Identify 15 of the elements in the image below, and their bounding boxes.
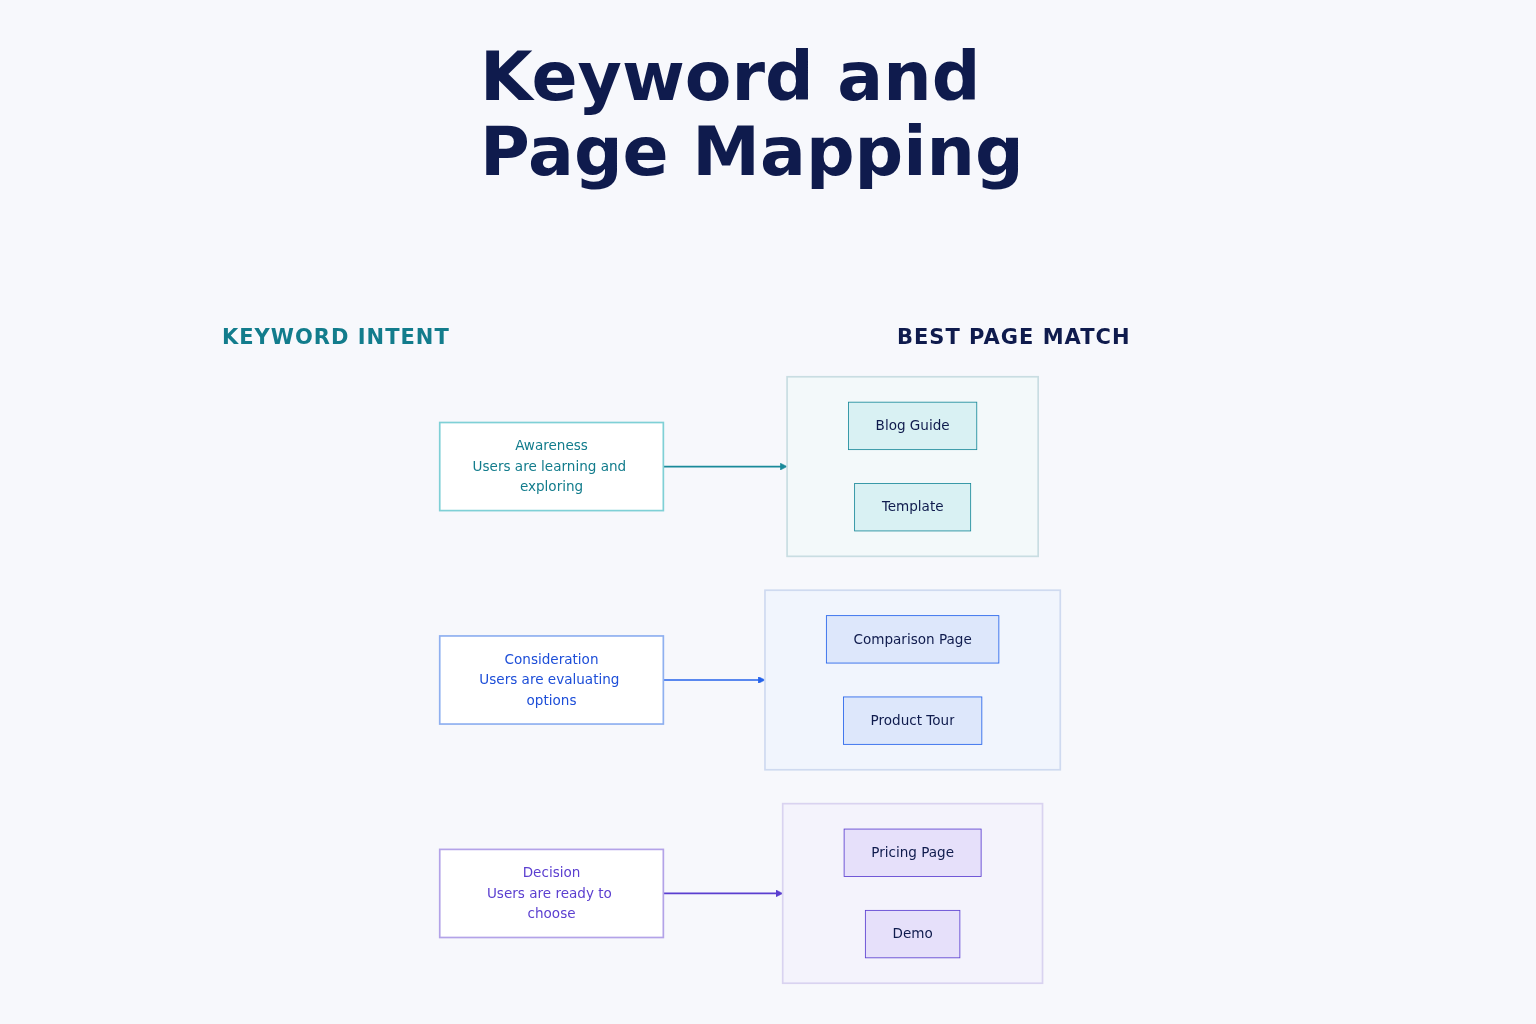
node-box: Consideration Users are evaluating options: [438, 635, 665, 725]
column-heading: BEST PAGE MATCH: [897, 325, 1131, 349]
node-box: Awareness Users are learning and exploring: [438, 421, 665, 512]
cluster: [781, 802, 1044, 985]
node-box: Pricing Page: [843, 828, 982, 877]
cluster: [764, 589, 1062, 771]
node-box: Demo: [864, 909, 961, 959]
cluster: [786, 375, 1039, 558]
node-box: Product Tour: [843, 696, 983, 745]
column-heading: KEYWORD INTENT: [222, 325, 450, 349]
node-box: Comparison Page: [825, 615, 1000, 664]
node-box: Decision Users are ready to choose: [438, 848, 665, 939]
node-box: Blog Guide: [848, 401, 978, 451]
node-box: Template: [854, 483, 972, 532]
title: Keyword and Page Mapping: [480, 40, 1025, 190]
